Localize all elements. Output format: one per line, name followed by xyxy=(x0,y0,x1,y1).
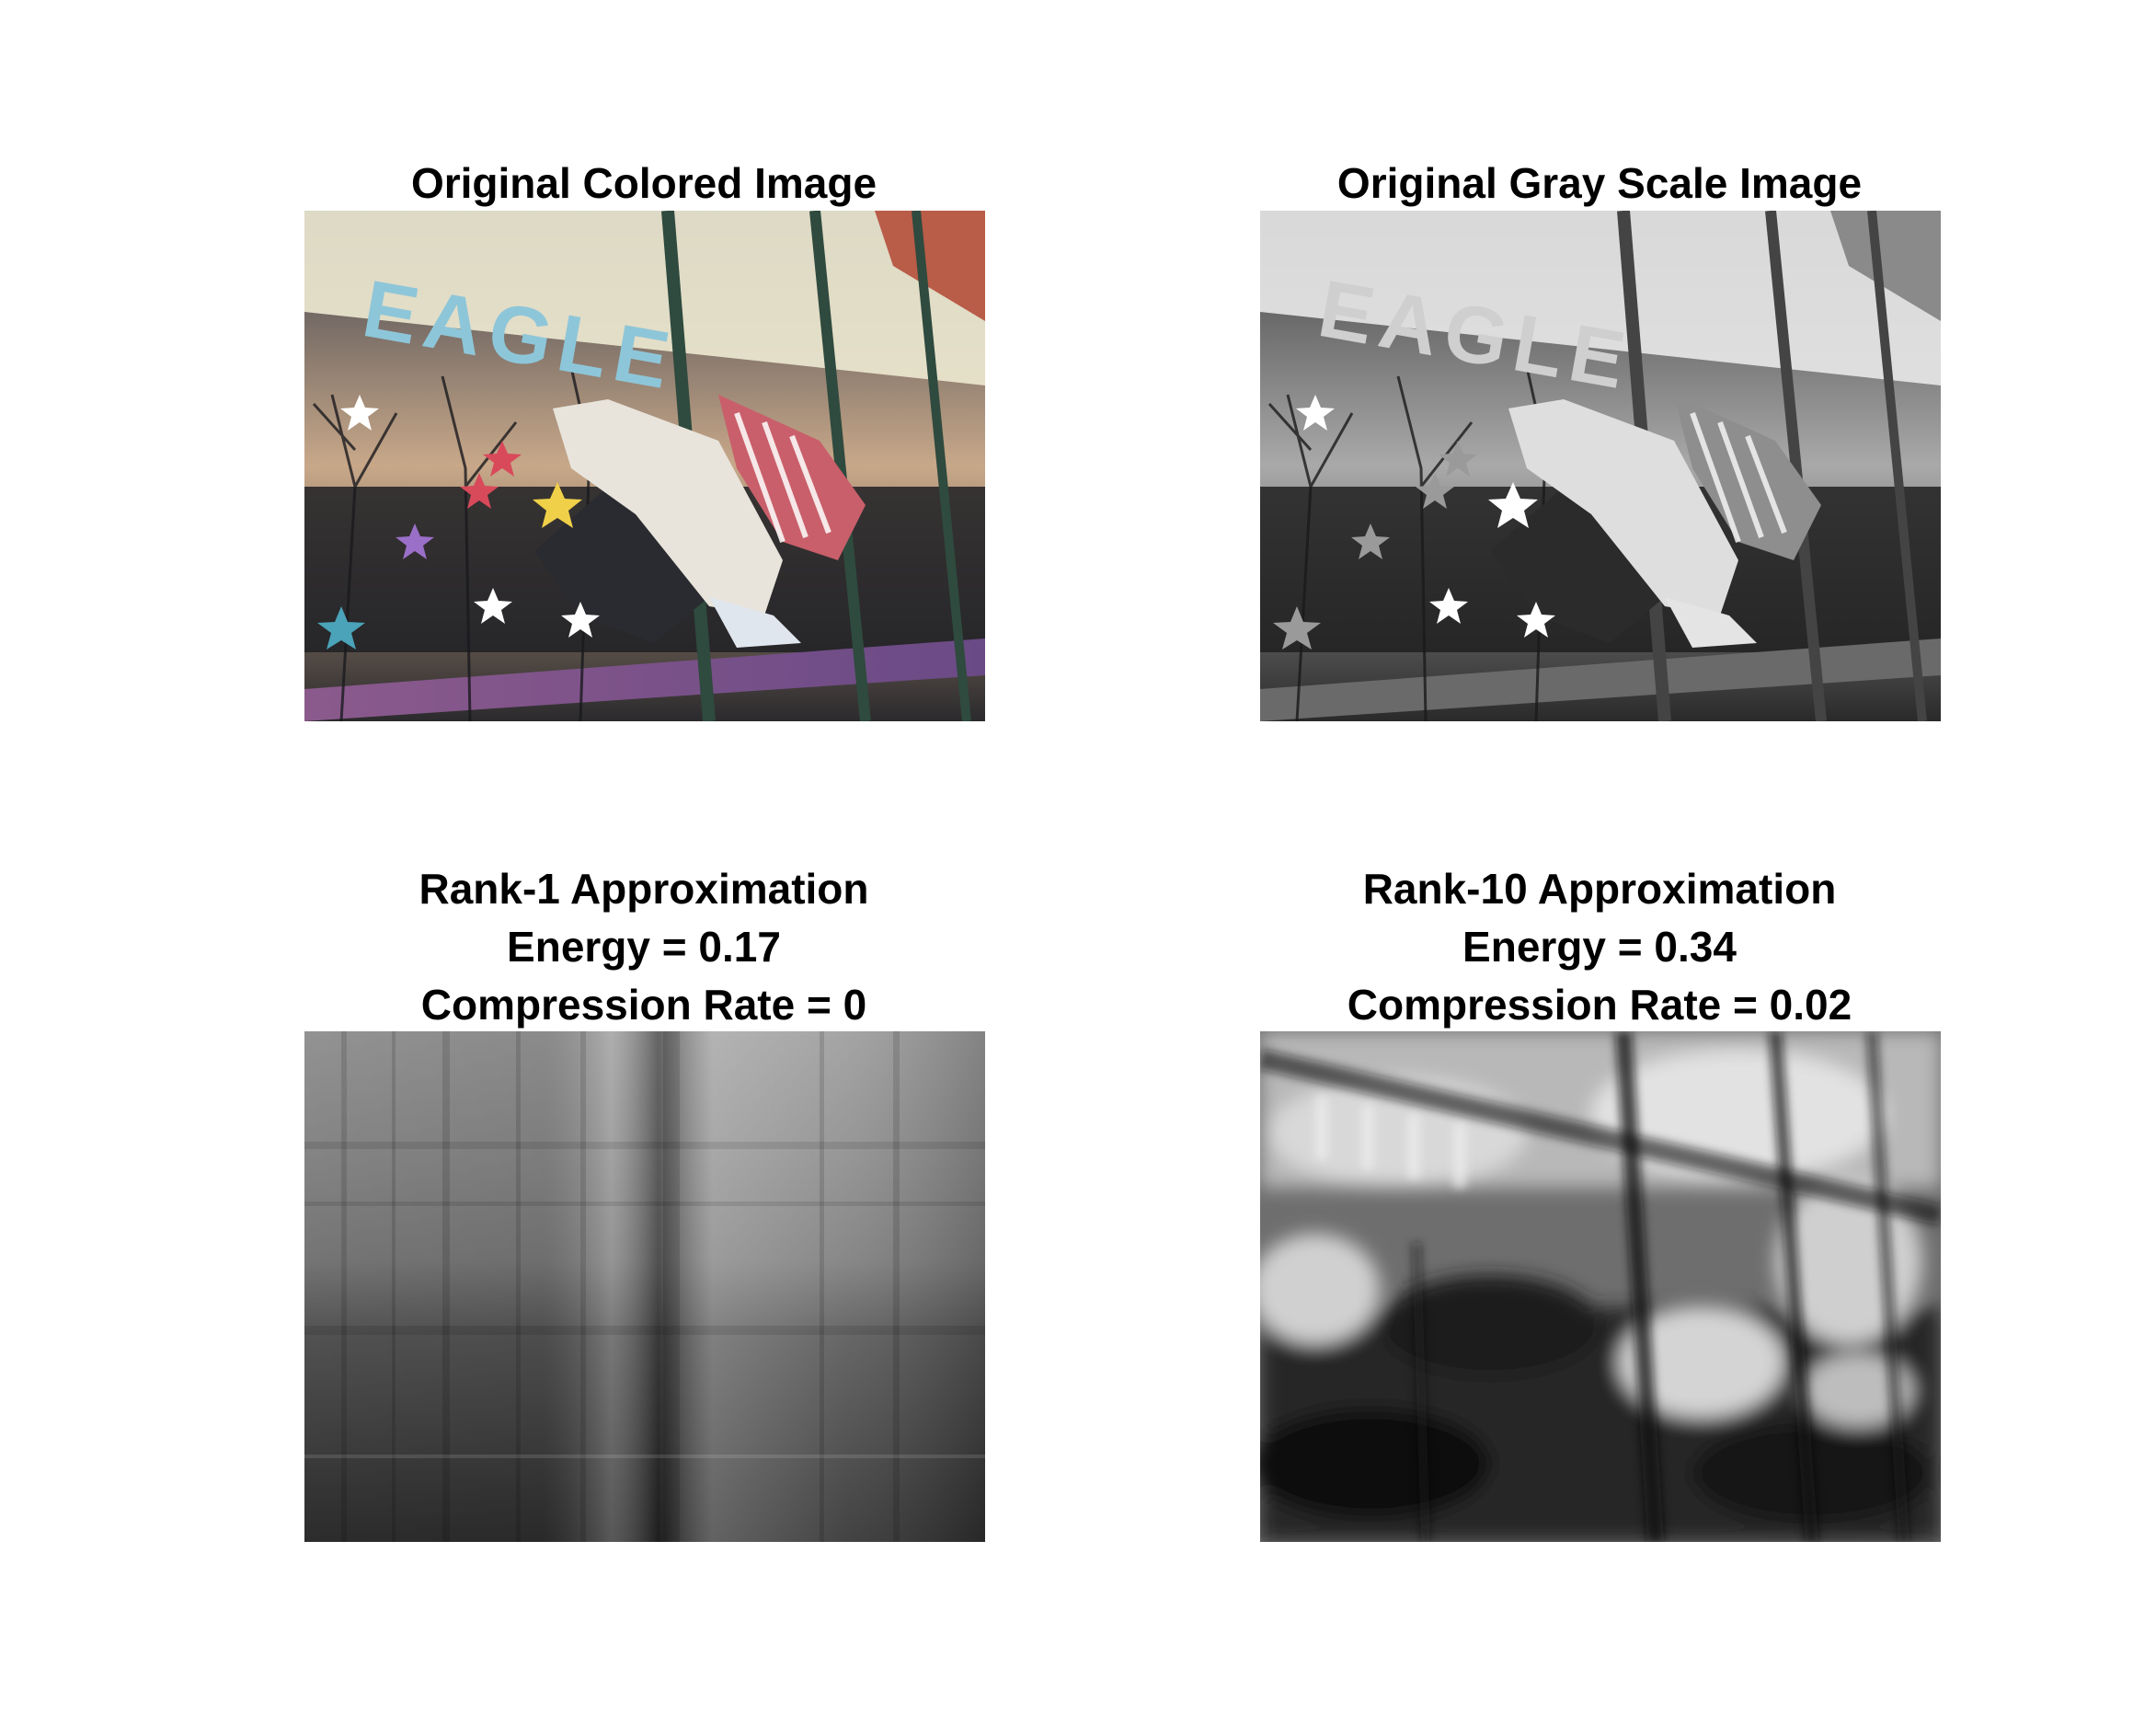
title-line: Original Colored Image xyxy=(410,159,877,207)
title-line-rank: Rank-1 Approximation xyxy=(419,865,869,913)
original-colored-image: EAGLE xyxy=(304,211,985,721)
title-line: Original Gray Scale Image xyxy=(1336,159,1863,207)
title-line-energy: Energy = 0.34 xyxy=(1462,923,1737,971)
rank-1-approximation-image xyxy=(304,1031,985,1542)
title-line-compression: Compression Rate = 0.02 xyxy=(1347,981,1852,1029)
title-line-rank: Rank-10 Approximation xyxy=(1362,865,1837,913)
rank-10-approximation-image xyxy=(1260,1031,1941,1542)
original-gray-image: EAGLE xyxy=(1260,211,1941,721)
title-rank-1: Rank-1 Approximation Energy = 0.17 Compr… xyxy=(304,860,984,1034)
title-original-colored: Original Colored Image xyxy=(304,155,984,213)
title-original-gray: Original Gray Scale Image xyxy=(1259,155,1940,213)
title-line-energy: Energy = 0.17 xyxy=(507,923,781,971)
title-line-compression: Compression Rate = 0 xyxy=(420,981,867,1029)
title-rank-10: Rank-10 Approximation Energy = 0.34 Comp… xyxy=(1259,860,1940,1034)
